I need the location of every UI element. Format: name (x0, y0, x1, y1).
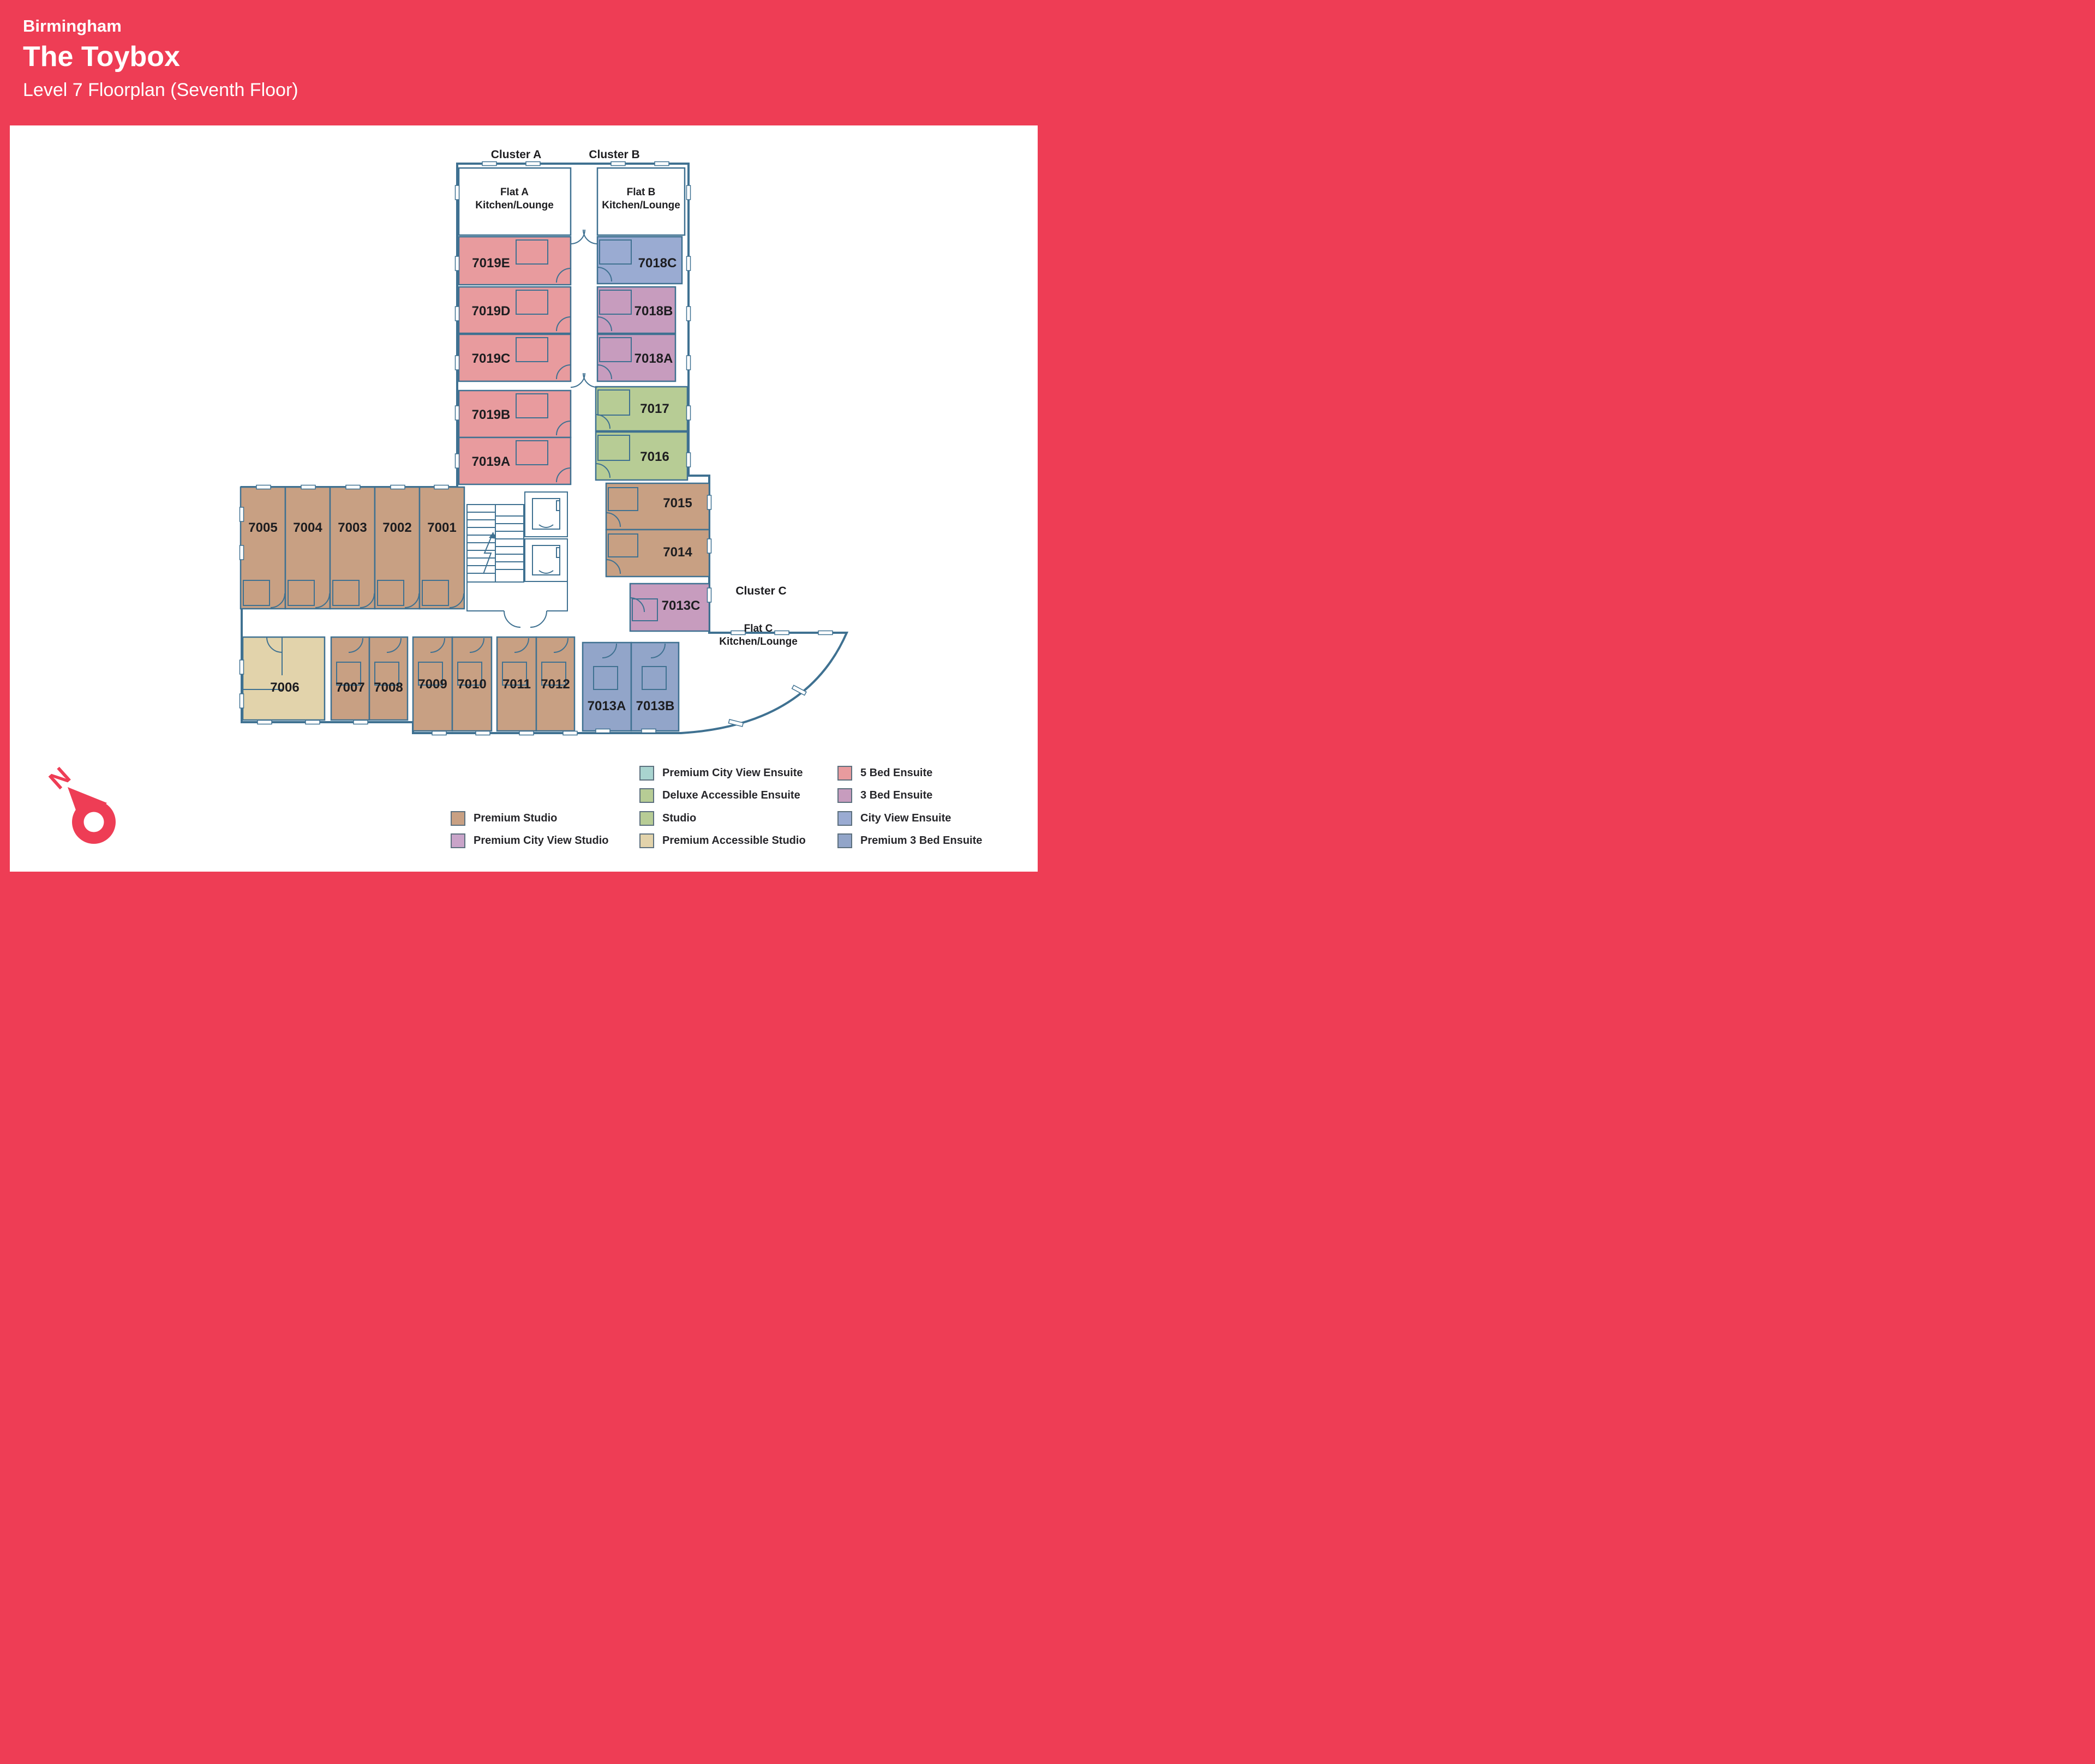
legend-label: 3 Bed Ensuite (860, 789, 933, 801)
legend-label: City View Ensuite (860, 812, 951, 824)
legend-item-deluxe-accessible-ensuite: Deluxe Accessible Ensuite (639, 788, 800, 803)
legend-item-city-view-ensuite: City View Ensuite (837, 811, 951, 826)
legend-label: Premium 3 Bed Ensuite (860, 834, 983, 847)
legend-label: Premium City View Studio (474, 834, 609, 847)
room-7015 (605, 482, 710, 531)
room-7018C (596, 236, 683, 285)
legend-label: Deluxe Accessible Ensuite (662, 789, 800, 801)
legend-label: Premium Studio (474, 812, 558, 824)
room-label-7019C: 7019C (472, 351, 511, 366)
legend-swatch-5-bed-ensuite (837, 765, 852, 781)
room-7008 (368, 636, 409, 721)
room-label-7013B: 7013B (636, 699, 675, 713)
room-label-7001: 7001 (427, 520, 456, 535)
room-7001 (418, 486, 465, 610)
legend-swatch-studio (639, 811, 654, 826)
room-label-7013A: 7013A (588, 699, 626, 713)
room-label-7018B: 7018B (635, 304, 673, 319)
window-ticks (239, 161, 833, 736)
room-label-7019D: 7019D (472, 304, 511, 319)
room-label-7003: 7003 (338, 520, 367, 535)
room-label-7015: 7015 (663, 496, 692, 511)
lift-lobby (466, 582, 568, 628)
legend-swatch-premium-accessible-studio (639, 833, 654, 848)
elevators (524, 491, 568, 582)
room-label-7019A: 7019A (472, 454, 511, 469)
flat-c-label: Flat C (744, 623, 773, 634)
room-label-7002: 7002 (382, 520, 411, 535)
room-label-7019E: 7019E (472, 256, 510, 271)
room-label-7005: 7005 (248, 520, 277, 535)
building-outline (241, 163, 849, 734)
floorplan-drawing: 7019E 7019D 7019C 7019B 7019A 7018C 7018… (239, 148, 849, 736)
legend-item-premium-city-view-ensuite: Premium City View Ensuite (639, 765, 803, 781)
floorplan-page: Birmingham The Toybox Level 7 Floorplan … (0, 0, 1048, 882)
bathroom-pods (243, 239, 667, 690)
legend-swatch-deluxe-accessible-ensuite (639, 788, 654, 803)
legend-item-premium-city-view-studio: Premium City View Studio (451, 833, 608, 848)
room-label-7018A: 7018A (635, 351, 673, 366)
legend-swatch-premium-3-bed-ensuite (837, 833, 852, 848)
flat-a-kitchen-label: Kitchen/Lounge (475, 200, 554, 211)
legend-swatch-premium-city-view-studio (451, 833, 465, 848)
room-label-7007: 7007 (336, 680, 364, 695)
legend-item-5-bed-ensuite: 5 Bed Ensuite (837, 765, 932, 781)
north-arrow: N (43, 761, 116, 844)
legend-label: Premium Accessible Studio (662, 834, 806, 847)
legend-swatch-3-bed-ensuite (837, 788, 852, 803)
room-label-7010: 7010 (457, 677, 486, 692)
legend-item-premium-studio: Premium Studio (451, 811, 557, 826)
flat-a-label: Flat A (500, 187, 529, 198)
room-7006 (242, 636, 326, 721)
room-7003 (329, 486, 376, 610)
legend-label: Studio (662, 812, 697, 824)
legend-swatch-premium-city-view-ensuite (639, 765, 654, 781)
legend-item-studio: Studio (639, 811, 696, 826)
stairwell (466, 504, 524, 583)
legend-item-premium-3-bed-ensuite: Premium 3 Bed Ensuite (837, 833, 982, 848)
legend-label: 5 Bed Ensuite (860, 766, 933, 779)
room-label-7011: 7011 (502, 677, 531, 692)
legend-item-premium-accessible-studio: Premium Accessible Studio (639, 833, 806, 848)
room-7007 (330, 636, 370, 721)
cluster-b-label: Cluster B (589, 148, 639, 161)
door-arcs (266, 229, 666, 658)
cluster-c-label: Cluster C (735, 585, 786, 597)
room-label-7006: 7006 (270, 680, 299, 695)
flat-b-label: Flat B (627, 187, 656, 198)
room-label-7009: 7009 (418, 677, 447, 692)
room-7004 (284, 486, 331, 610)
cluster-a-label: Cluster A (491, 148, 542, 161)
floor-subtitle: Level 7 Floorplan (Seventh Floor) (23, 80, 298, 100)
flat-c-kitchen-label: Kitchen/Lounge (719, 636, 798, 647)
room-label-7013C: 7013C (662, 598, 701, 613)
legend-swatch-city-view-ensuite (837, 811, 852, 826)
room-label-7014: 7014 (663, 545, 692, 560)
room-label-7008: 7008 (374, 680, 403, 695)
room-label-7018C: 7018C (638, 256, 677, 271)
flat-b-kitchen-lounge (596, 167, 686, 236)
room-label-7004: 7004 (293, 520, 322, 535)
room-7005 (240, 486, 286, 610)
flat-b-kitchen-label: Kitchen/Lounge (602, 200, 680, 211)
legend-swatch-premium-studio (451, 811, 465, 826)
flat-a-kitchen-lounge (458, 167, 572, 236)
room-label-7016: 7016 (640, 449, 669, 464)
city-label: Birmingham (23, 16, 122, 35)
room-7019A (458, 436, 572, 485)
room-7014 (605, 529, 710, 578)
room-7013A (582, 641, 632, 732)
room-label-7017: 7017 (640, 401, 669, 416)
room-label-7012: 7012 (541, 677, 570, 692)
room-label-7019B: 7019B (472, 407, 511, 422)
room-7002 (374, 486, 421, 610)
room-7017 (595, 386, 689, 432)
room-7013B (630, 641, 680, 732)
building-title: The Toybox (23, 41, 180, 73)
room-7019D (458, 286, 572, 334)
legend-item-3-bed-ensuite: 3 Bed Ensuite (837, 788, 932, 803)
north-pointer-hole (83, 812, 104, 832)
legend-label: Premium City View Ensuite (662, 766, 803, 779)
